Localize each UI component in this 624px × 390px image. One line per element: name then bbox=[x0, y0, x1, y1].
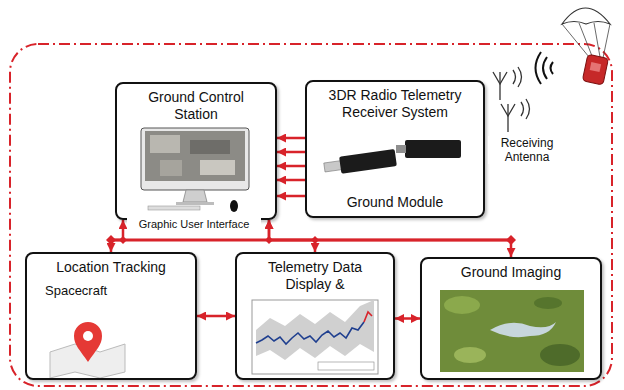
antenna-mast bbox=[507, 104, 508, 132]
interface-label: Graphic User Interface bbox=[127, 218, 261, 231]
connector-arrow bbox=[111, 220, 123, 252]
chart-band bbox=[256, 300, 374, 360]
receiving-antenna bbox=[493, 67, 530, 132]
radio-dongle bbox=[405, 140, 461, 158]
aerial-patch bbox=[200, 160, 235, 175]
ground-image bbox=[440, 290, 584, 372]
shroud-line bbox=[603, 24, 610, 58]
connector-arrow bbox=[277, 179, 305, 182]
process-box: Telemetry Data Display & bbox=[235, 252, 395, 380]
process-box: Location TrackingSpacecraft bbox=[25, 252, 197, 380]
map-pin bbox=[74, 322, 102, 362]
monitor-icon bbox=[141, 128, 249, 212]
process-box: Ground Control Station bbox=[115, 82, 277, 220]
terrain-patch bbox=[444, 296, 480, 314]
shroud-line bbox=[594, 23, 600, 57]
radio-dongle bbox=[339, 149, 397, 174]
box-text: Ground Module bbox=[347, 194, 444, 211]
terrain-patch bbox=[540, 344, 580, 366]
process-box: 3DR Radio Telemetry Receiver SystemGroun… bbox=[305, 80, 485, 218]
map-pin-hole bbox=[83, 331, 93, 341]
monitor-base bbox=[176, 202, 214, 205]
monitor-frame bbox=[141, 128, 249, 190]
connector-arrow bbox=[277, 137, 305, 140]
connector-arrow bbox=[395, 317, 420, 320]
box-title: Telemetry Data Display & bbox=[245, 259, 385, 293]
box-title: Ground Control Station bbox=[134, 89, 259, 123]
terrain-photo bbox=[440, 290, 584, 372]
water-shape bbox=[490, 322, 556, 337]
process-box: Ground Imaging bbox=[420, 257, 602, 380]
parachute-payload bbox=[562, 8, 610, 85]
monitor-stand bbox=[183, 190, 207, 202]
payload-detail bbox=[590, 62, 601, 72]
connector-arrow bbox=[277, 151, 305, 154]
antenna-mast bbox=[499, 72, 500, 100]
usb-plug bbox=[324, 161, 342, 172]
radio-modules bbox=[324, 140, 461, 174]
aerial-patch bbox=[150, 135, 180, 153]
radio-wave bbox=[513, 70, 516, 84]
box-title: Location Tracking bbox=[56, 259, 166, 276]
radio-wave bbox=[526, 99, 530, 119]
chart-line-end bbox=[364, 312, 372, 322]
shroud-line bbox=[562, 24, 589, 57]
connector-arrow bbox=[269, 220, 315, 252]
box-title: 3DR Radio Telemetry Receiver System bbox=[315, 87, 475, 121]
radio-wave bbox=[521, 102, 524, 116]
payload-capsule bbox=[582, 54, 608, 85]
antenna-head bbox=[493, 72, 507, 84]
signal-arc bbox=[536, 52, 542, 84]
mouse bbox=[230, 200, 238, 212]
location-pin-icon bbox=[50, 322, 125, 378]
chart-line bbox=[256, 322, 364, 344]
terrain-patch bbox=[534, 297, 562, 309]
connector-arrow bbox=[277, 195, 305, 198]
signal-arc bbox=[551, 62, 554, 74]
box-title: Ground Imaging bbox=[461, 264, 561, 281]
parachute-canopy bbox=[562, 8, 610, 24]
chart-frame bbox=[252, 300, 378, 374]
antenna-label: Receiving Antenna bbox=[488, 136, 566, 164]
shroud-line bbox=[579, 23, 592, 56]
chart-legend-box bbox=[318, 362, 374, 370]
keyboard bbox=[148, 206, 200, 210]
monitor-screen bbox=[145, 131, 245, 181]
wireless-symbol bbox=[536, 52, 554, 84]
antenna-head bbox=[501, 104, 515, 116]
telemetry-chart bbox=[252, 300, 378, 374]
connector-arrow bbox=[277, 165, 305, 168]
terrain-patch bbox=[454, 347, 486, 363]
connector-arrow bbox=[197, 315, 235, 318]
aerial-patch bbox=[160, 160, 182, 176]
box-text: Spacecraft bbox=[45, 282, 107, 299]
signal-arc bbox=[543, 57, 547, 79]
aerial-patch bbox=[190, 140, 230, 154]
radio-wave bbox=[518, 67, 522, 87]
dongle-connector bbox=[396, 145, 406, 153]
system-boundary bbox=[10, 44, 612, 386]
